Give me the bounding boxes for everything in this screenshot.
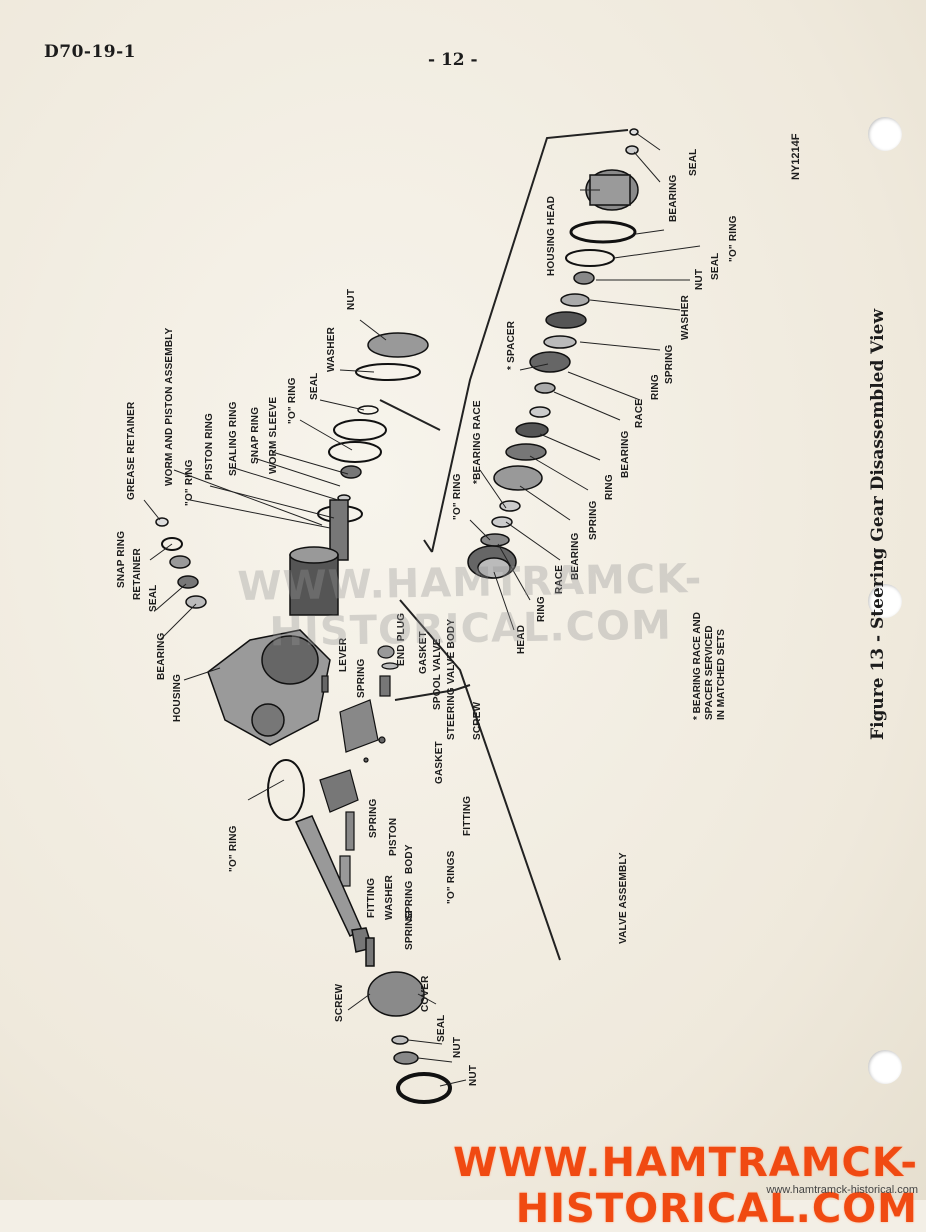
label-fitting-2: FITTING	[366, 877, 377, 918]
punch-hole-middle	[868, 584, 902, 618]
label-nut-4: NUT	[694, 268, 705, 290]
label-nut-2: NUT	[452, 1036, 463, 1058]
label-o-ring-3: "O" RING	[228, 825, 239, 872]
label-piston: PISTON	[388, 817, 399, 856]
label-fitting-1: FITTING	[462, 795, 473, 836]
label-piston-ring: PISTON RING	[204, 412, 215, 480]
watermark-middle: WWW.HAMTRAMCK-HISTORICAL.COM	[237, 555, 703, 656]
label-nut-1: NUT	[346, 288, 357, 310]
label-spring-1: SPRING	[356, 658, 367, 698]
label-spring-4: SPRING	[404, 910, 415, 950]
label-o-ring-5: "O" RING	[728, 215, 739, 262]
label-seal-4: SEAL	[710, 252, 721, 280]
figure-code: NY1214F	[790, 133, 802, 180]
label-worm-piston-assembly: WORM AND PISTON ASSEMBLY	[164, 327, 175, 486]
label-gasket-2: GASKET	[434, 741, 445, 784]
label-body: BODY	[404, 844, 415, 874]
label-sealing-ring: SEALING RING	[228, 401, 239, 476]
label-bearing-race: *BEARING RACE	[472, 400, 483, 484]
steering-gear-exploded-drawing	[143, 128, 701, 1104]
watermark-url: www.hamtramck-historical.com	[766, 1184, 918, 1196]
label-nut-3: NUT	[468, 1064, 479, 1086]
label-grease-retainer: GREASE RETAINER	[126, 401, 137, 500]
label-housing-head: HOUSING HEAD	[546, 195, 557, 276]
label-o-rings: "O" RINGS	[446, 850, 457, 904]
label-worm-sleeve: WORM SLEEVE	[268, 396, 279, 474]
label-bearing-1: BEARING	[156, 632, 167, 680]
label-seal-5: SEAL	[688, 148, 699, 176]
label-ring-2: RING	[604, 474, 615, 500]
label-screw-1: SCREW	[472, 701, 483, 740]
label-spacer: * SPACER	[506, 320, 517, 370]
label-o-ring-1: "O" RING	[184, 459, 195, 506]
label-valve-assembly: VALVE ASSEMBLY	[618, 852, 629, 944]
label-bearing-3: BEARING	[620, 430, 631, 478]
label-o-ring-4: "O" RING	[452, 473, 463, 520]
page-number: - 12 -	[428, 50, 478, 70]
label-screw-2: SCREW	[334, 983, 345, 1022]
label-spring-2: SPRING	[368, 798, 379, 838]
label-cover: COVER	[420, 975, 431, 1012]
label-ring-3: RING	[650, 374, 661, 400]
label-washer-3: WASHER	[680, 294, 691, 340]
label-washer-2: WASHER	[384, 874, 395, 920]
figure-caption: Figure 13 - Steering Gear Disassembled V…	[868, 308, 888, 740]
label-snap-ring-2: SNAP RING	[116, 530, 127, 588]
label-spring-6: SPRING	[664, 344, 675, 384]
label-housing: HOUSING	[172, 673, 183, 722]
punch-hole-top	[868, 117, 902, 151]
label-bearing-4: BEARING	[668, 174, 679, 222]
label-spring-5: SPRING	[588, 500, 599, 540]
label-seal-3: SEAL	[436, 1014, 447, 1042]
label-washer-1: WASHER	[326, 326, 337, 372]
document-id: D70-19-1	[44, 42, 136, 62]
label-seal-1: SEAL	[309, 372, 320, 400]
punch-hole-bottom	[868, 1050, 902, 1084]
label-snap-ring-1: SNAP RING	[250, 406, 261, 464]
label-race-2: RACE	[634, 398, 645, 428]
label-o-ring-2: "O" RING	[287, 377, 298, 424]
